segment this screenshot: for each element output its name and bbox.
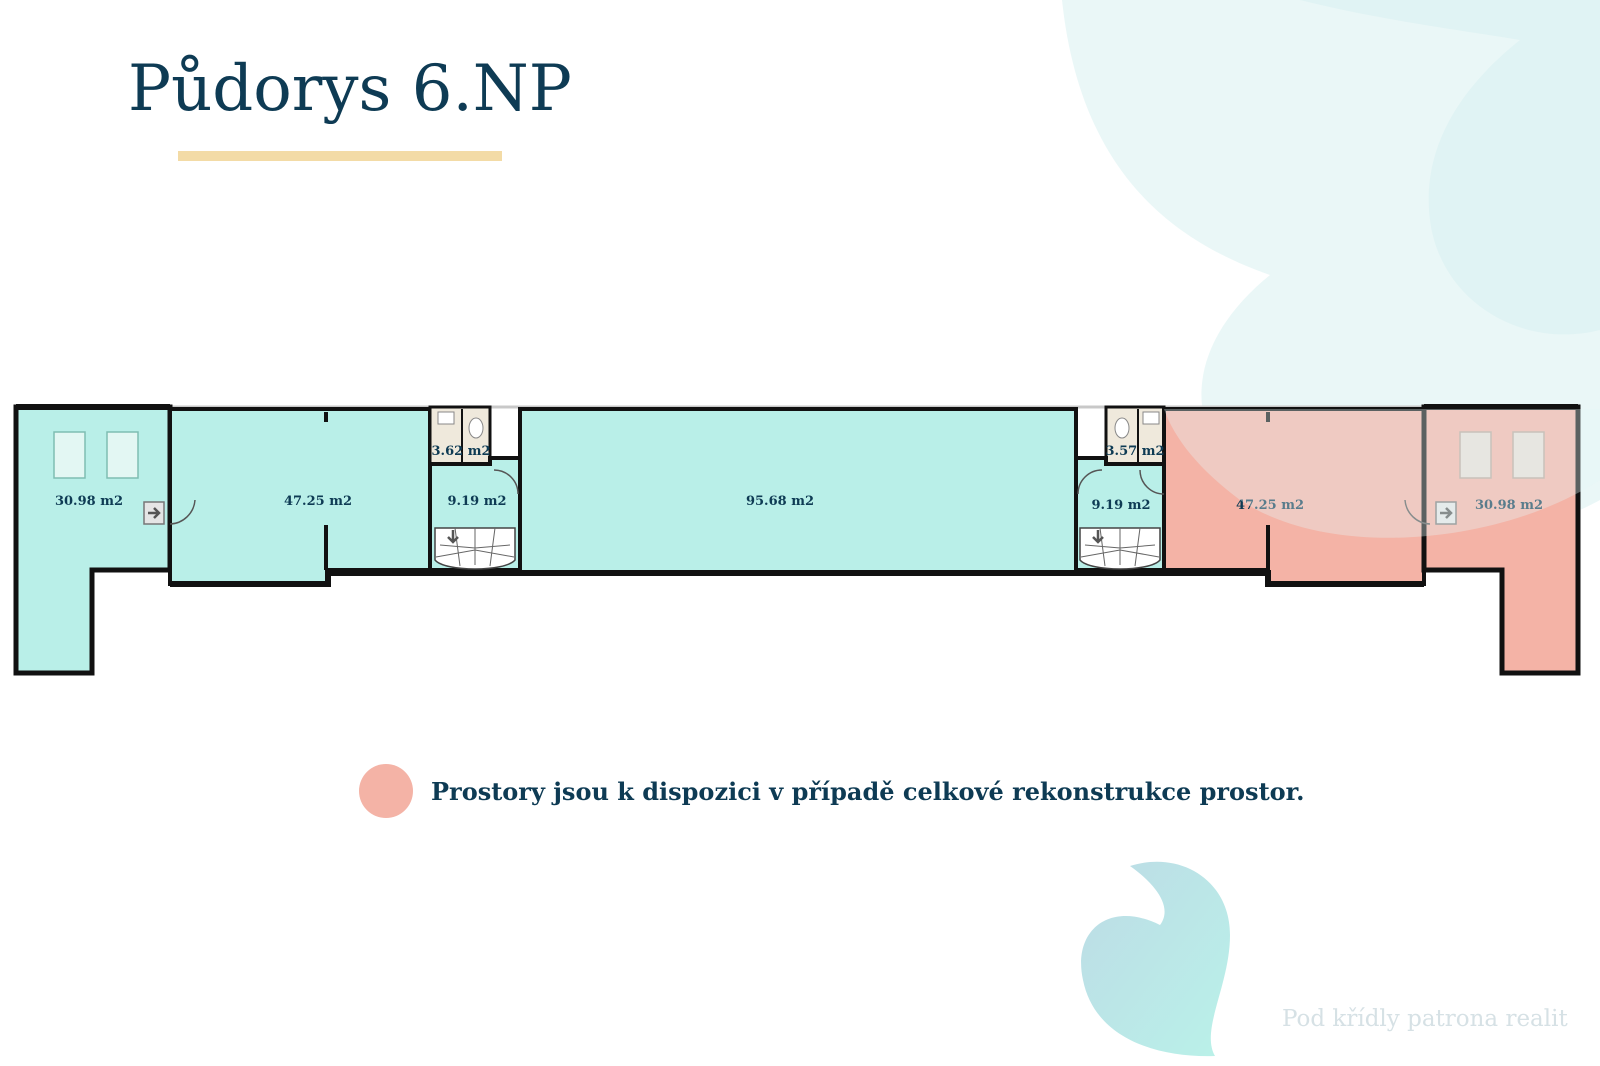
room-label-left-wc: 3.62 m2 (432, 444, 491, 459)
door-swing-icon (169, 499, 196, 525)
skylight (1459, 431, 1492, 479)
skylight (53, 431, 86, 479)
room-label-left-large: 47.25 m2 (284, 494, 352, 509)
legend-swatch-reconstruction (359, 764, 413, 818)
sink-icon (1142, 411, 1160, 425)
brand-logo-icon (1081, 861, 1230, 1057)
room-label-left-attic: 30.98 m2 (55, 494, 123, 509)
toilet-icon (1114, 417, 1130, 439)
door-arrow-icon (1440, 507, 1453, 519)
door-swing-icon (1404, 499, 1431, 525)
room-label-central: 95.68 m2 (746, 494, 814, 509)
room-label-left-hall: 9.19 m2 (448, 494, 507, 509)
room-left-attic (13, 404, 173, 676)
toilet-icon (468, 417, 484, 439)
room-central (518, 407, 1078, 575)
skylight (1512, 431, 1545, 479)
door-swing-icon (1139, 469, 1165, 495)
skylight (106, 431, 139, 479)
staircase-left-icon (434, 527, 516, 570)
door-swing-icon (1077, 469, 1103, 495)
room-label-right-attic: 30.98 m2 (1475, 498, 1543, 513)
legend-text: Prostory jsou k dispozici v případě celk… (431, 776, 1305, 806)
room-label-right-large: 47.25 m2 (1236, 498, 1304, 513)
staircase-right-icon (1079, 527, 1161, 570)
brand-tagline: Pod křídly patrona realit (1282, 1006, 1568, 1032)
wave-overlay-decoration (1164, 409, 1600, 538)
sink-icon (437, 411, 455, 425)
room-label-right-hall: 9.19 m2 (1092, 498, 1151, 513)
page-title: Půdorys 6.NP (128, 52, 572, 126)
corner-wave-inner-decoration (1300, 0, 1600, 335)
door-arrow-icon (148, 507, 161, 519)
title-underline (178, 151, 502, 161)
door-swing-icon (493, 469, 519, 495)
outer-wall (16, 404, 1578, 587)
legend: Prostory jsou k dispozici v případě celk… (359, 764, 1304, 818)
room-label-right-wc: 3.57 m2 (1106, 444, 1165, 459)
